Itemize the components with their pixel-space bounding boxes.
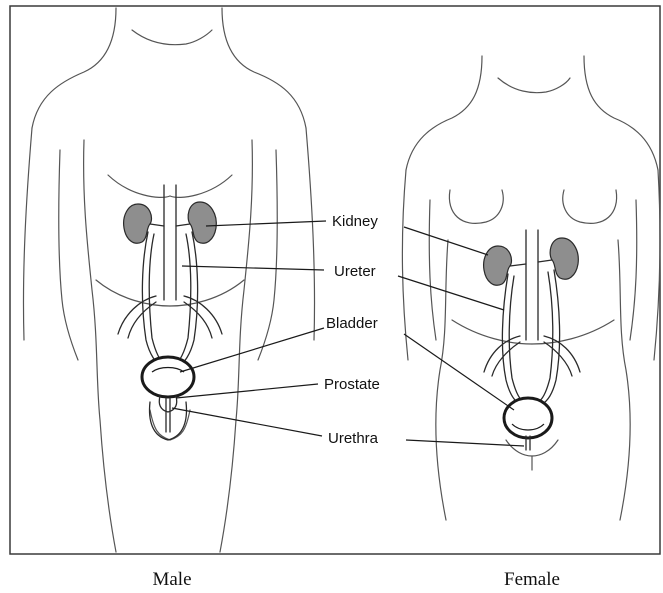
urethra-label: Urethra (328, 430, 379, 447)
ureter-label: Ureter (334, 263, 376, 280)
kidney-label: Kidney (332, 213, 378, 230)
female-bladder (504, 398, 552, 438)
male-bladder (142, 357, 194, 397)
diagram-frame (10, 6, 660, 554)
male-caption: Male (152, 569, 191, 590)
female-caption: Female (504, 569, 560, 590)
prostate-label: Prostate (324, 376, 380, 393)
bladder-label: Bladder (326, 315, 378, 332)
